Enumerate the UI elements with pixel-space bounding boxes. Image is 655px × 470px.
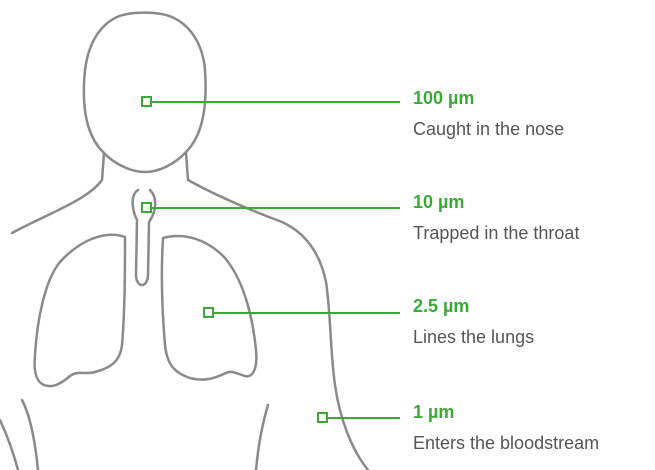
callout-lungs: 2.5 µm Lines the lungs [413, 295, 653, 348]
neck-shoulder-left-outline [12, 153, 104, 233]
head-outline [84, 13, 206, 172]
particle-description: Caught in the nose [413, 118, 653, 140]
particle-size-label: 10 µm [413, 191, 653, 213]
particle-size-label: 100 µm [413, 87, 653, 109]
left-torso-outline [22, 400, 38, 470]
particle-description: Enters the bloodstream [413, 432, 653, 454]
leader-lungs [204, 308, 400, 317]
particle-size-label: 1 µm [413, 401, 653, 423]
human-body-outline [0, 13, 368, 470]
right-torso-outline [256, 405, 268, 470]
particle-description: Trapped in the throat [413, 222, 653, 244]
leader-nose [142, 97, 400, 106]
left-arm-outline [0, 420, 18, 470]
left-lung-outline [35, 235, 125, 386]
particle-description: Lines the lungs [413, 326, 653, 348]
callout-nose: 100 µm Caught in the nose [413, 87, 653, 140]
callout-throat: 10 µm Trapped in the throat [413, 191, 653, 244]
callout-bloodstream: 1 µm Enters the bloodstream [413, 401, 653, 454]
particle-size-label: 2.5 µm [413, 295, 653, 317]
leader-throat [142, 203, 400, 212]
leader-bloodstream [318, 413, 400, 422]
